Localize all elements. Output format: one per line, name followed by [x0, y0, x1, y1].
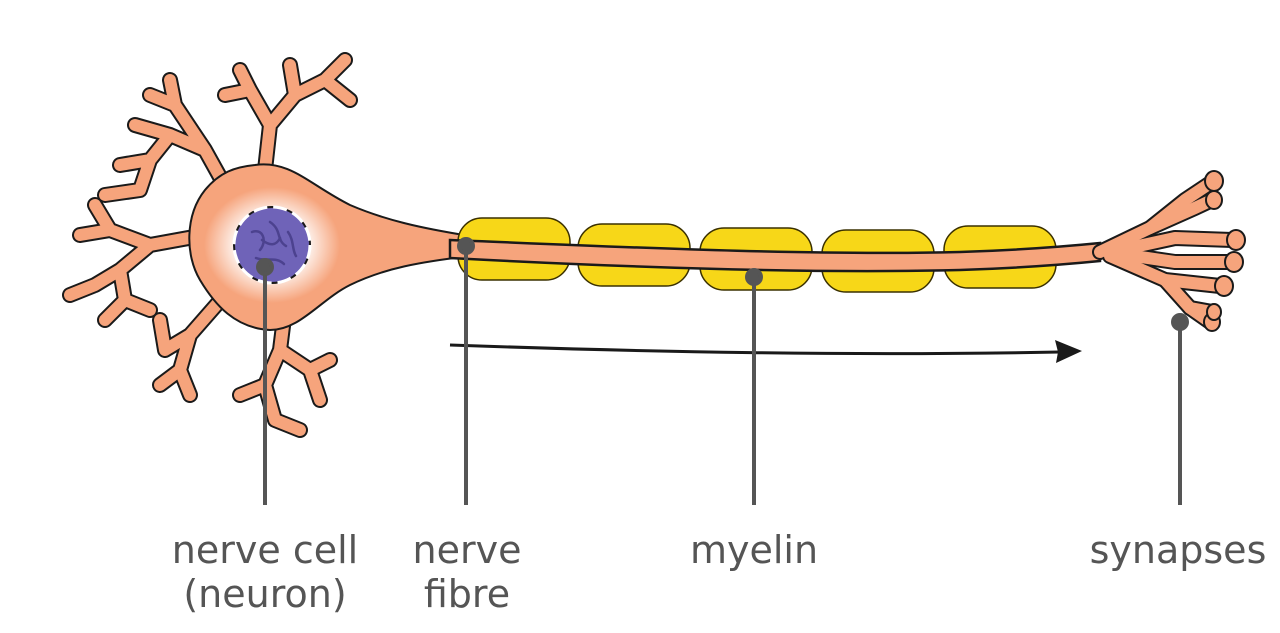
label-myelin-line1: myelin [689, 528, 819, 572]
axon-terminals [1092, 170, 1246, 332]
synaptic-knob [1204, 170, 1224, 192]
synaptic-knob [1214, 275, 1234, 297]
synaptic-knob [1226, 229, 1246, 251]
label-nerve-fibre-line1: nerve [412, 528, 522, 572]
axon [448, 238, 1102, 273]
label-nerve-fibre: nerve fibre [400, 528, 534, 616]
nucleus [232, 205, 312, 285]
leader-lines [256, 237, 1189, 505]
label-nerve-cell-line1: nerve cell [171, 528, 359, 572]
label-nerve-cell-line2: (neuron) [183, 572, 347, 616]
synaptic-knob [1205, 190, 1223, 210]
synaptic-knob [1206, 303, 1222, 321]
label-nerve-cell: nerve cell (neuron) [160, 528, 370, 616]
label-nerve-fibre-line2: fibre [423, 572, 511, 616]
arrow-right-icon [449, 340, 1082, 363]
label-synapses-line1: synapses [1089, 528, 1267, 572]
label-synapses: synapses [1080, 528, 1276, 572]
dendrites [62, 52, 358, 438]
label-myelin: myelin [674, 528, 834, 572]
synaptic-knob [1224, 251, 1244, 273]
